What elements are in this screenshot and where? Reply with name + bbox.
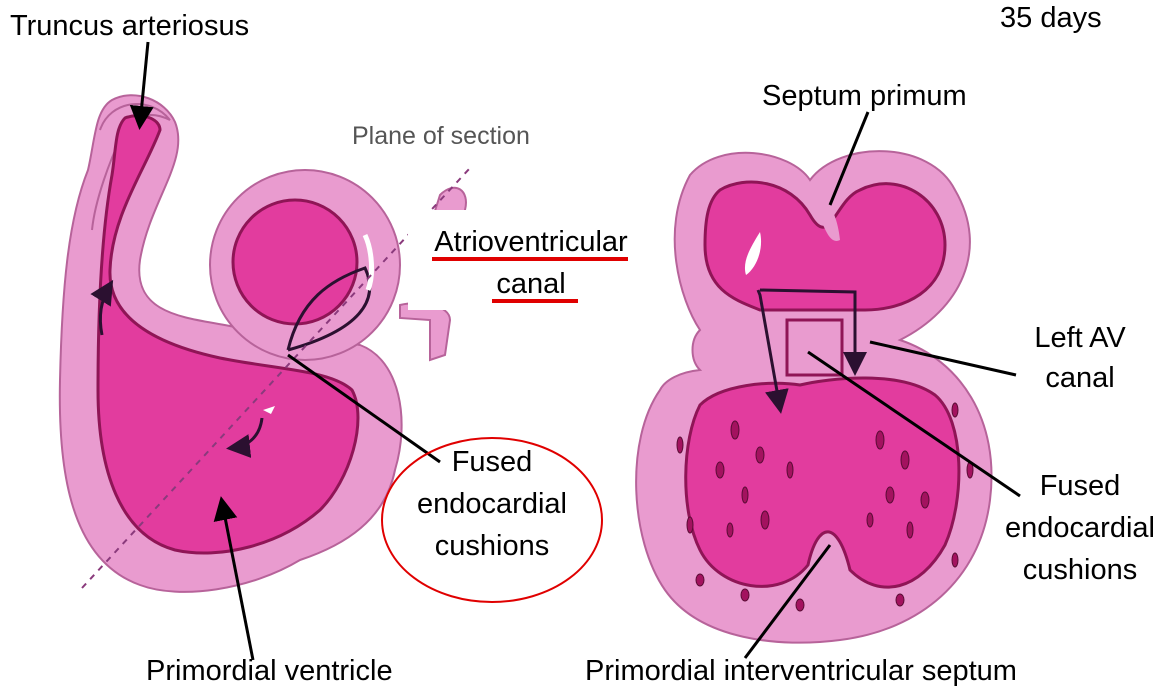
- label-septum-primum: Septum primum: [762, 80, 967, 113]
- trabecula: [756, 447, 764, 463]
- trabecula: [901, 451, 909, 469]
- trabecula: [731, 421, 739, 439]
- trabecula: [727, 523, 733, 537]
- trabecula: [886, 487, 894, 503]
- label-left-av-line1: Left AV: [1010, 322, 1150, 355]
- trabecula: [907, 522, 913, 538]
- label-fused-left-line2: endocardial: [400, 488, 584, 521]
- trabecula: [741, 589, 749, 601]
- label-primordial-ventricle: Primordial ventricle: [146, 655, 393, 688]
- label-primordial-interventricular-septum: Primordial interventricular septum: [585, 655, 1017, 688]
- label-av-canal-line2: canal: [418, 268, 644, 301]
- trabecula: [742, 487, 748, 503]
- vein-lower: [400, 303, 450, 360]
- label-av-canal-line1: Atrioventricular: [418, 226, 644, 259]
- label-fused-left-line1: Fused: [400, 446, 584, 479]
- trabecula: [796, 599, 804, 611]
- trabecula: [876, 431, 884, 449]
- label-fused-right-line1: Fused: [990, 470, 1170, 503]
- trabecula: [696, 574, 704, 586]
- trabecula: [716, 462, 724, 478]
- label-fused-right-line3: cushions: [990, 554, 1170, 587]
- left-atrium-lumen: [233, 200, 357, 324]
- trabecula: [896, 594, 904, 606]
- trabecula: [952, 403, 958, 417]
- trabecula: [867, 513, 873, 527]
- trabecula: [952, 553, 958, 567]
- label-left-av-line2: canal: [1010, 362, 1150, 395]
- endocardial-cushion-block: [787, 320, 842, 375]
- trabecula: [921, 492, 929, 508]
- trabecula: [677, 437, 683, 453]
- label-fused-left-line3: cushions: [400, 530, 584, 563]
- trabecula: [687, 517, 693, 533]
- label-age: 35 days: [1000, 2, 1102, 35]
- label-fused-right-line2: endocardial: [990, 512, 1170, 545]
- trabecula: [787, 462, 793, 478]
- label-truncus-arteriosus: Truncus arteriosus: [10, 10, 249, 43]
- trabecula: [761, 511, 769, 529]
- label-plane-of-section: Plane of section: [352, 122, 530, 150]
